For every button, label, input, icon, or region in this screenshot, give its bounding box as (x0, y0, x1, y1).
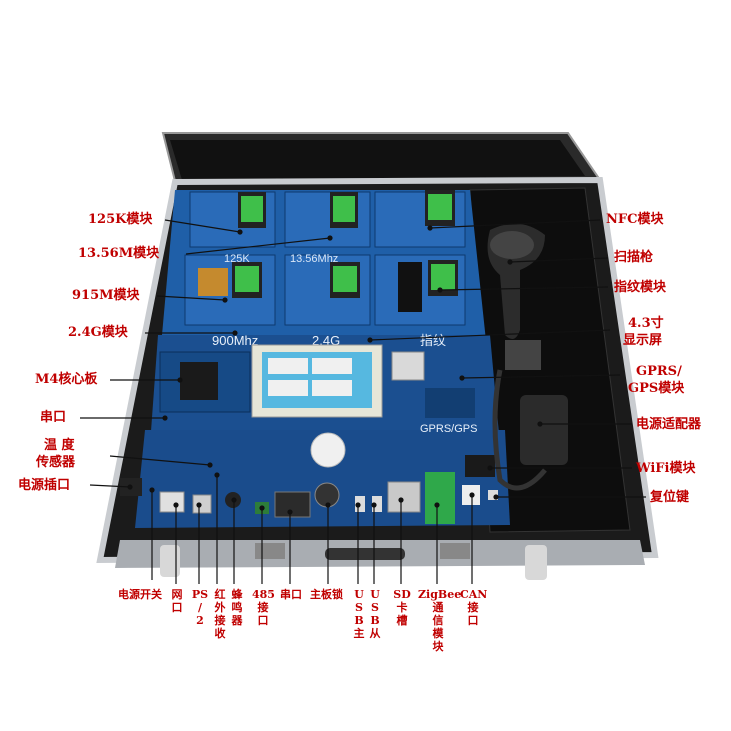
label-nfc-module: NFC模块 (606, 212, 664, 227)
label-wifi-module: WiFi模块 (636, 461, 696, 476)
ps2-port (192, 494, 212, 514)
lcd-125k (241, 196, 263, 222)
db9-serial (274, 491, 311, 518)
label-125k-module: 125K模块 (88, 212, 153, 227)
label-screen-line1: 4.3寸 (628, 316, 664, 331)
silk-125k: 125K (224, 253, 250, 265)
silk-24g: 2.4G (312, 333, 340, 348)
label-temp-line1: 温 度 (44, 438, 75, 453)
power-adapter (520, 395, 568, 465)
scanner-connector (505, 340, 541, 370)
fingerprint-sensor (398, 262, 422, 312)
case-handle (325, 548, 405, 560)
label-scanner: 扫描枪 (614, 250, 654, 265)
label-24g-module: 2.4G模块 (68, 325, 128, 340)
label-buzzer: 蜂鸣器 (231, 588, 243, 627)
usb-slave-port (372, 496, 382, 512)
sound-sensor (310, 432, 346, 468)
gprs-module (391, 351, 425, 381)
label-fingerprint-module: 指纹模块 (614, 280, 667, 295)
antenna-915m (198, 268, 228, 296)
zigbee-module (425, 472, 455, 524)
right-latch (440, 543, 470, 559)
label-power-switch: 电源开关 (118, 588, 162, 601)
ethernet-port (159, 491, 185, 513)
silk-fingerprint: 指纹 (420, 334, 446, 349)
label-gprs-line2: GPS模块 (628, 381, 685, 396)
gprs-board (425, 388, 475, 418)
leader-lines (80, 219, 646, 584)
case-foot (160, 545, 180, 577)
label-power-socket: 电源插口 (18, 478, 71, 493)
label-gprs-line1: GPRS/ (636, 364, 682, 379)
label-ethernet: 网口 (171, 588, 183, 614)
wifi-module (465, 455, 495, 477)
label-1356-module: 13.56M模块 (78, 246, 160, 261)
label-power-adapter: 电源适配器 (636, 417, 702, 432)
label-m4-core: M4核心板 (35, 372, 98, 387)
case-wheel (525, 545, 547, 580)
silk-gprs: GPRS/GPS (420, 423, 477, 435)
label-reset-key: 复位键 (650, 490, 690, 505)
label-915m-module: 915M模块 (72, 288, 140, 303)
label-infrared: 红外接收 (214, 588, 226, 640)
left-latch (255, 543, 285, 559)
case-lid-inner (170, 140, 585, 180)
sd-card-slot (387, 481, 421, 513)
label-screen-line2: 显示屏 (623, 333, 663, 348)
label-battery: 主板锁 (310, 588, 343, 601)
label-temp-line2: 传感器 (36, 455, 76, 470)
silk-900: 900Mhz (212, 333, 258, 348)
label-serial-left: 串口 (40, 410, 67, 425)
adapter-cable (492, 369, 547, 491)
reset-button (488, 490, 498, 500)
m4-chip (180, 362, 218, 400)
label-ps2: PS/2 (191, 588, 209, 627)
silk-1356: 13.56Mhz (290, 253, 338, 265)
label-serial-bottom: 串口 (280, 588, 302, 601)
